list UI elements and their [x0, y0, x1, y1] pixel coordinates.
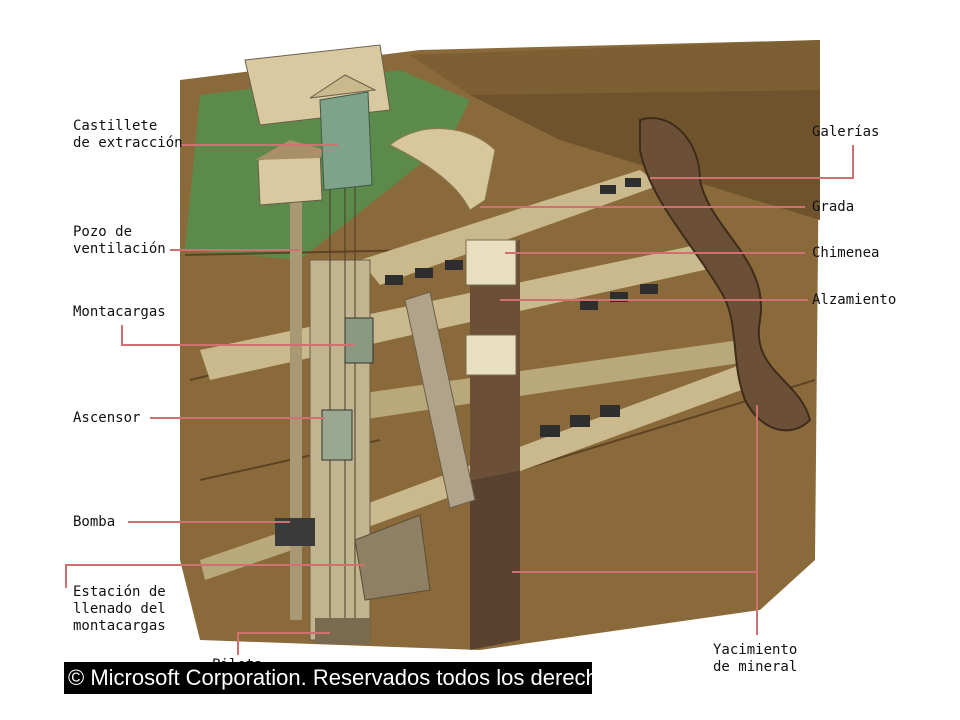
- leader-pileta: [237, 632, 330, 655]
- inclined-chute: [404, 291, 476, 509]
- leader-lines: [65, 144, 854, 655]
- label-ascensor: Ascensor: [73, 410, 141, 426]
- sump: [315, 618, 370, 644]
- copyright-banner: © Microsoft Corporation. Reservados todo…: [64, 662, 592, 694]
- label-montacargas: Montacargas: [73, 304, 166, 320]
- label-bomba: Bomba: [73, 514, 116, 530]
- headframe-tower: [319, 91, 373, 191]
- elevator-car: [321, 409, 353, 461]
- label-alzamiento: Alzamiento: [812, 292, 897, 308]
- headframe-roof: [309, 74, 377, 99]
- label-estacion: Estación de llenado del montacargas: [73, 584, 166, 634]
- ventilation-shaft: [290, 180, 302, 620]
- lower-shaft: [470, 470, 520, 650]
- ore-body: [639, 117, 812, 432]
- leader-montacargas: [121, 325, 355, 346]
- leader-estacion: [65, 564, 365, 588]
- ore-cars: [385, 178, 658, 437]
- chimney-timbers-1: [465, 239, 517, 286]
- label-pozo: Pozo de ventilación: [73, 224, 166, 257]
- label-grada: Grada: [812, 199, 855, 215]
- leader-galerias: [650, 145, 854, 179]
- chimney-timbers-2: [465, 334, 517, 376]
- label-galerias: Galerías: [812, 124, 880, 140]
- loading-station: [354, 514, 431, 601]
- label-chimenea: Chimenea: [812, 245, 880, 261]
- cage: [344, 317, 374, 364]
- label-yacimiento: Yacimiento de mineral: [713, 642, 798, 675]
- label-castillete: Castillete de extracción: [73, 118, 183, 151]
- shaft-cables: [329, 170, 356, 630]
- gallery-1: [360, 170, 660, 285]
- grada-fan: [389, 128, 496, 211]
